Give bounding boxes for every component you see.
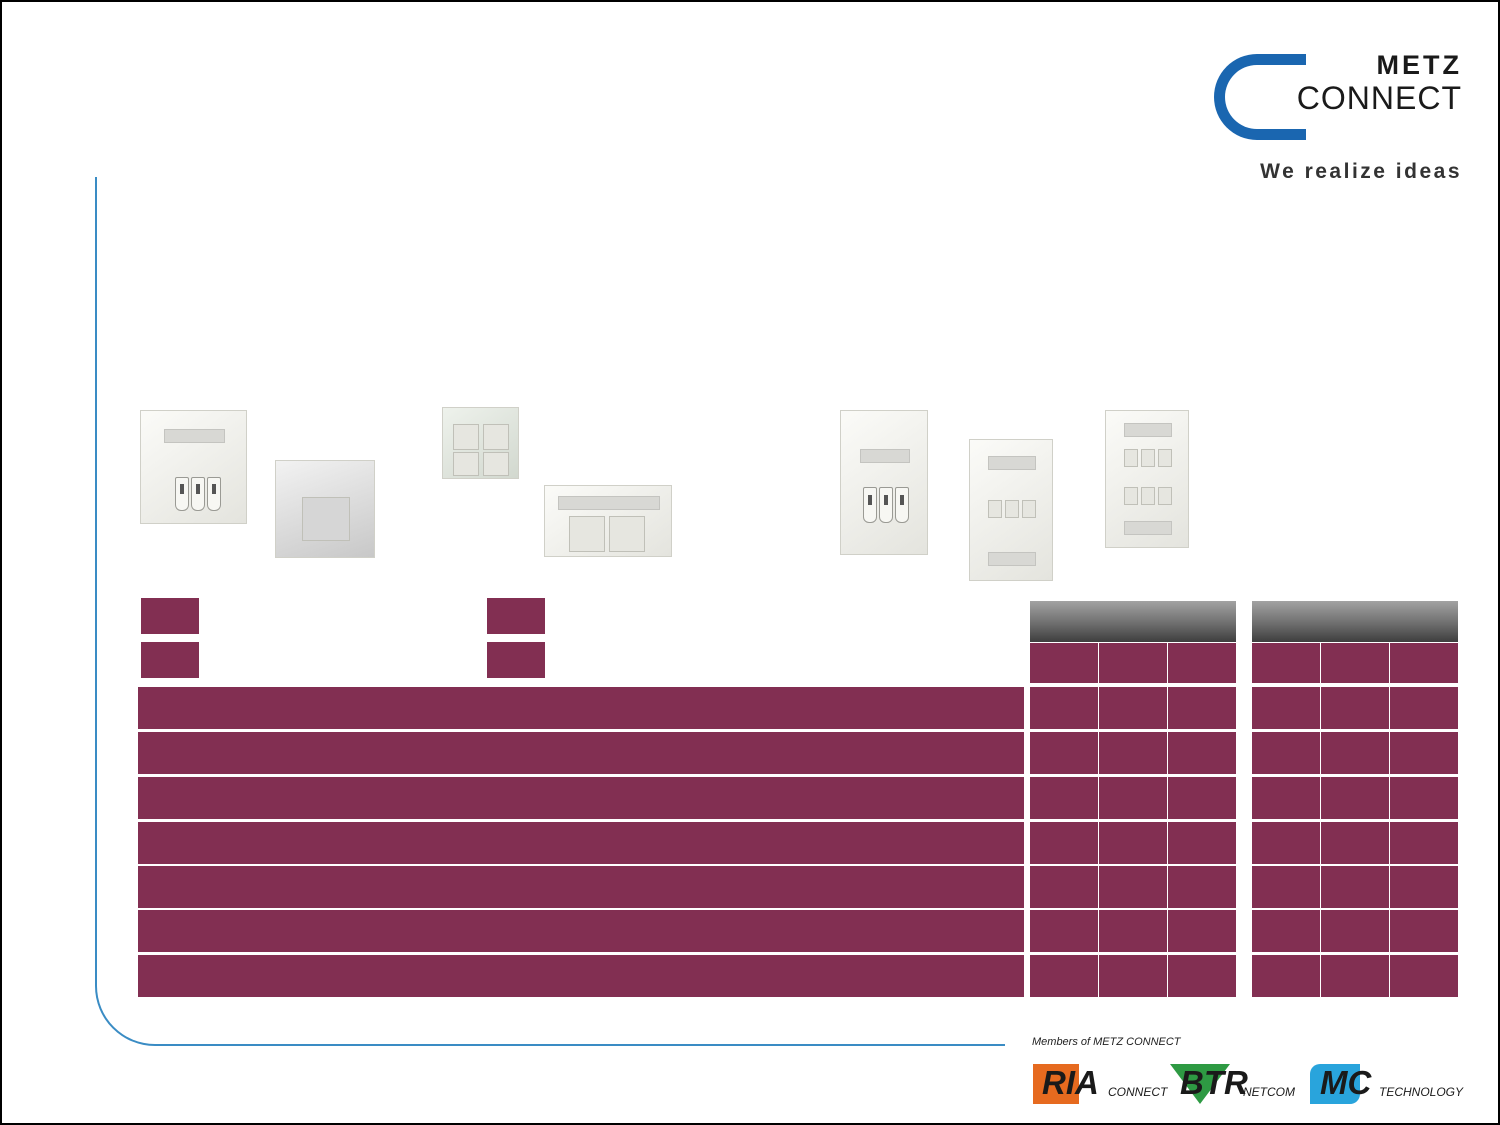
logo-metz-text: METZ [1376, 50, 1462, 80]
table-value-cell [1099, 732, 1167, 774]
table-value-cell [1030, 732, 1098, 774]
product-image-module-insert-small [442, 407, 519, 479]
table-value-cell [1168, 732, 1236, 774]
legend-square [141, 598, 199, 634]
ria-logo-suffix: CONNECT [1108, 1085, 1168, 1099]
mc-logo-suffix: TECHNOLOGY [1379, 1085, 1464, 1099]
logo-c-mark [1214, 54, 1306, 140]
table-row-label-cell [138, 910, 1024, 952]
table-subheader-cell [1390, 643, 1458, 683]
table-value-cell [1099, 822, 1167, 864]
table-row-label-cell [138, 955, 1024, 997]
product-image-wallplate-3port [969, 439, 1053, 581]
mc-logo-mark [1310, 1064, 1360, 1104]
btr-logo-mark [1170, 1064, 1230, 1104]
table-value-cell [1321, 955, 1389, 997]
column-group-header-left [1030, 601, 1236, 642]
table-row-label-cell [138, 866, 1024, 908]
table-value-cell [1390, 777, 1458, 819]
table-value-cell [1099, 910, 1167, 952]
table-value-cell [1252, 732, 1320, 774]
table-subheader-cell [1252, 643, 1320, 683]
table-value-cell [1390, 687, 1458, 729]
table-value-cell [1390, 866, 1458, 908]
table-value-cell [1030, 910, 1098, 952]
table-subheader-cell [1099, 643, 1167, 683]
table-value-cell [1390, 822, 1458, 864]
table-value-cell [1321, 777, 1389, 819]
ria-logo-mark [1033, 1064, 1079, 1104]
legend-square [487, 642, 545, 678]
table-value-cell [1252, 955, 1320, 997]
table-value-cell [1252, 866, 1320, 908]
table-row-label-cell [138, 687, 1024, 729]
table-value-cell [1099, 955, 1167, 997]
btr-logo-suffix: NETCOM [1243, 1085, 1295, 1099]
table-value-cell [1168, 777, 1236, 819]
table-value-cell [1030, 822, 1098, 864]
table-subheader-cell [1168, 643, 1236, 683]
table-value-cell [1321, 866, 1389, 908]
table-value-cell [1390, 910, 1458, 952]
table-value-cell [1321, 822, 1389, 864]
product-image-wallplate-3port-flaps [840, 410, 928, 555]
table-value-cell [1168, 822, 1236, 864]
legend-square [141, 642, 199, 678]
table-value-cell [1030, 955, 1098, 997]
table-value-cell [1099, 687, 1167, 729]
table-value-cell [1321, 910, 1389, 952]
legend-square [487, 598, 545, 634]
table-value-cell [1030, 777, 1098, 819]
product-image-angled-outlet-3port [140, 410, 247, 524]
btr-logo-text: BTR [1180, 1064, 1248, 1101]
table-value-cell [1252, 687, 1320, 729]
table-value-cell [1390, 732, 1458, 774]
table-row-label-cell [138, 777, 1024, 819]
table-subheader-cell [1321, 643, 1389, 683]
table-value-cell [1099, 777, 1167, 819]
product-image-wallplate-6port [1105, 410, 1189, 548]
table-value-cell [1321, 732, 1389, 774]
table-value-cell [1168, 955, 1236, 997]
table-value-cell [1168, 687, 1236, 729]
product-image-duct-outlet [544, 485, 672, 557]
table-row-label-cell [138, 822, 1024, 864]
table-value-cell [1390, 955, 1458, 997]
ria-logo-text: RIA [1042, 1064, 1099, 1101]
table-value-cell [1030, 866, 1098, 908]
column-group-header-right [1252, 601, 1458, 642]
table-row-label-cell [138, 732, 1024, 774]
product-image-surface-box-grey [275, 460, 375, 558]
logo-connect-text: CONNECT [1296, 80, 1462, 116]
table-value-cell [1252, 777, 1320, 819]
table-value-cell [1099, 866, 1167, 908]
frame-line [95, 177, 1005, 1046]
table-value-cell [1168, 866, 1236, 908]
table-value-cell [1252, 910, 1320, 952]
table-value-cell [1252, 822, 1320, 864]
table-value-cell [1030, 687, 1098, 729]
members-label: Members of METZ CONNECT [1032, 1036, 1181, 1048]
table-value-cell [1168, 910, 1236, 952]
table-subheader-cell [1030, 643, 1098, 683]
table-value-cell [1321, 687, 1389, 729]
logo-tagline: We realize ideas [1260, 160, 1462, 183]
mc-logo-text: MC [1320, 1064, 1372, 1101]
